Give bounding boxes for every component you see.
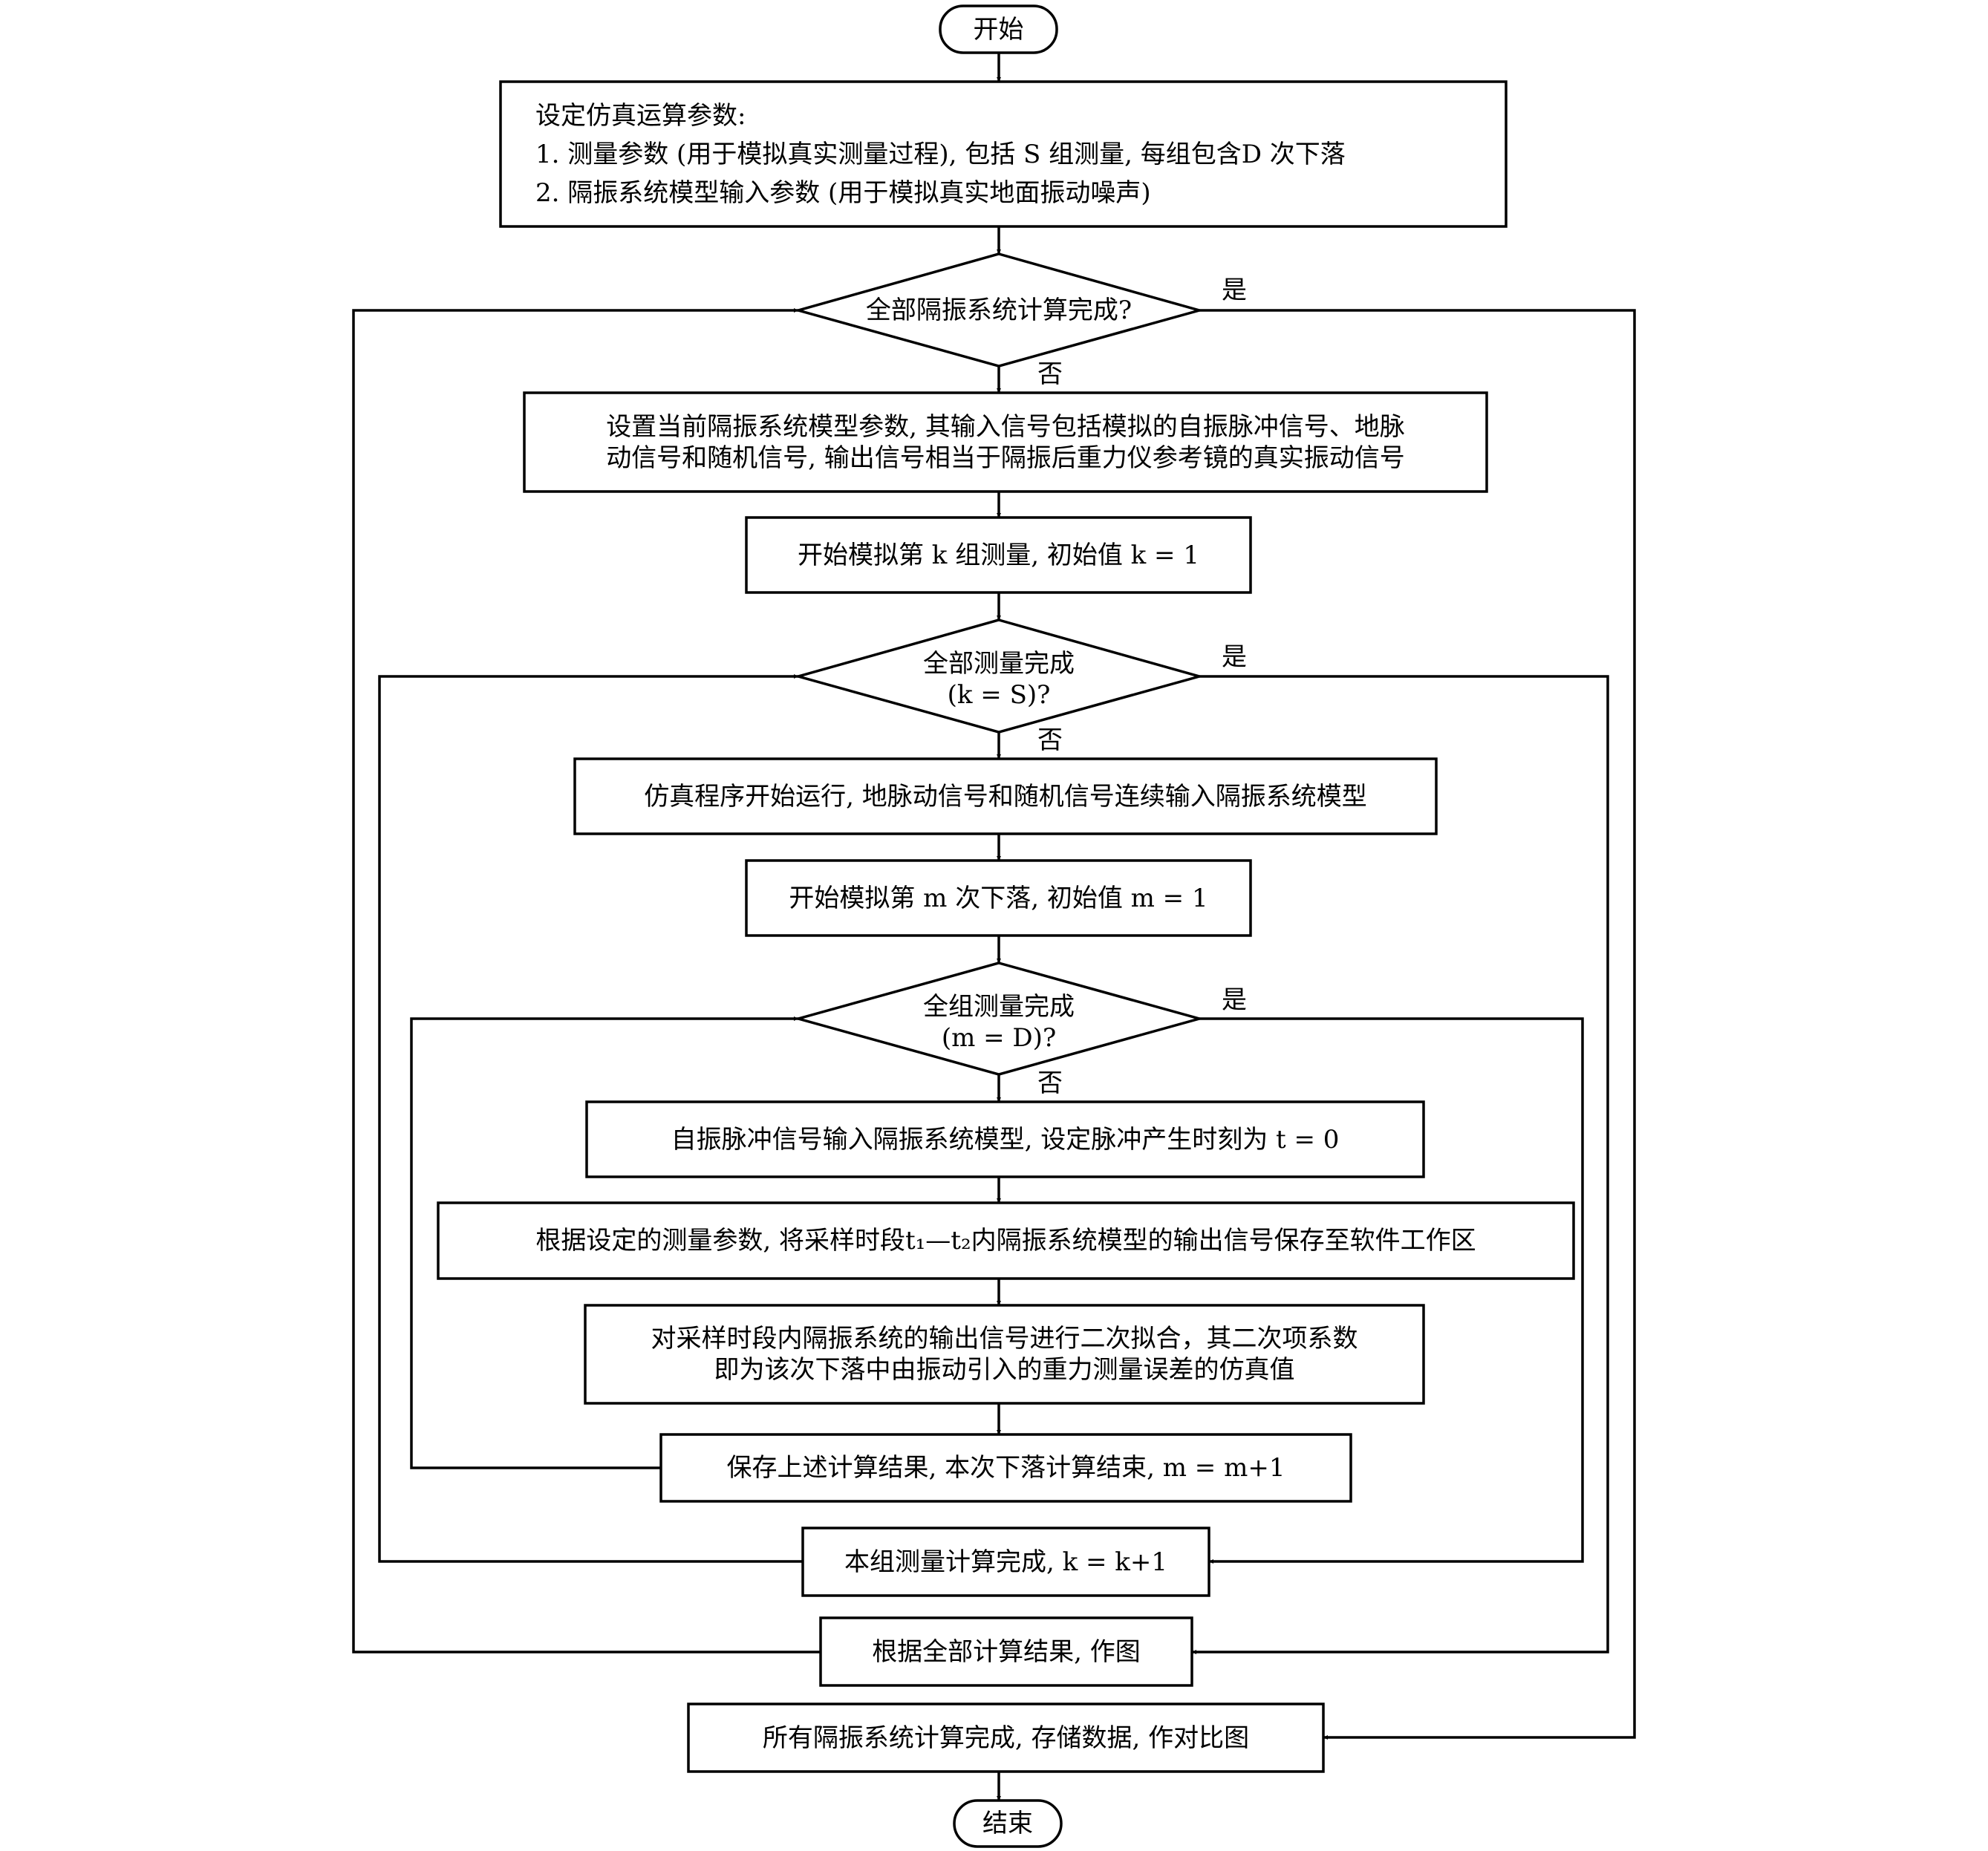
yes-label-drops: 是 [1222,985,1247,1015]
start-drop-text: 开始模拟第 m 次下落, 初始值 m = 1 [746,861,1251,936]
decision-all-groups-line-1: 全部测量完成 [923,649,1075,679]
save-drop-text: 保存上述计算结果, 本次下落计算结束, m = m+1 [661,1434,1351,1501]
set-model-line-2: 动信号和随机信号, 输出信号相当于隔振后重力仪参考镜的真实振动信号 [606,443,1405,473]
loop-group-yes [1192,675,1609,1654]
save-output-box [437,1201,1575,1280]
end-text: 结束 [982,1809,1033,1838]
decision-all-groups-line-2: (k = S)? [947,680,1051,710]
yes-label-groups: 是 [1222,642,1247,672]
no-label-groups: 否 [1037,725,1063,755]
group-done-line: 本组测量计算完成, k = k+1 [844,1547,1168,1577]
save-drop-line: 保存上述计算结果, 本次下落计算结束, m = m+1 [726,1453,1285,1483]
start-text: 开始 [973,14,1024,45]
no-label-systems: 否 [1037,359,1063,389]
decision-all-groups-label: 全部测量完成 (k = S)? [798,624,1199,735]
end-terminal [953,1799,1063,1848]
start-label: 开始 [940,6,1057,53]
run-sim-line: 仿真程序开始运行, 地脉动信号和随机信号连续输入隔振系统模型 [644,781,1367,812]
save-output-line: 根据设定的测量参数, 将采样时段t₁—t₂内隔振系统模型的输出信号保存至软件工作… [535,1226,1476,1256]
setup-box [499,80,1508,228]
loop-system-return [352,308,821,1654]
loop-system-yes [1199,309,1636,1740]
set-model-text: 设置当前隔振系统模型参数, 其输入信号包括模拟的自振脉冲信号、地脉 动信号和随机… [524,393,1487,492]
setup-text: 设定仿真运算参数: 1. 测量参数 (用于模拟真实测量过程), 包括 S 组测量… [535,95,1493,214]
fit-text: 对采样时段内隔振系统的输出信号进行二次拟合，其二次项系数 即为该次下落中由振动引… [585,1305,1424,1403]
start-group-text: 开始模拟第 k 组测量, 初始值 k = 1 [746,518,1251,592]
loop-group-return [378,674,803,1563]
set-model-box [523,391,1488,493]
save-drop-box [659,1433,1352,1503]
start-drop-line: 开始模拟第 m 次下落, 初始值 m = 1 [789,883,1208,913]
no-label-drops: 否 [1037,1068,1063,1098]
setup-title: 设定仿真运算参数: [535,101,746,131]
decision-group-done-line-2: (m = D)? [941,1023,1057,1053]
all-done-line: 所有隔振系统计算完成, 存储数据, 作对比图 [762,1723,1250,1753]
decision-group-done-line-1: 全组测量完成 [923,992,1075,1022]
plot-line: 根据全部计算结果, 作图 [872,1636,1141,1667]
impulse-line: 自振脉冲信号输入隔振系统模型, 设定脉冲产生时刻为 t = 0 [671,1124,1340,1155]
group-done-text: 本组测量计算完成, k = k+1 [803,1528,1209,1596]
run-sim-box [573,757,1438,835]
fit-line-1: 对采样时段内隔振系统的输出信号进行二次拟合，其二次项系数 [651,1324,1358,1354]
decision-all-systems-text: 全部隔振系统计算完成? [865,295,1132,325]
start-drop-box [745,859,1252,937]
decision-all-systems-label: 全部隔振系统计算完成? [798,254,1199,366]
start-group-line: 开始模拟第 k 组测量, 初始值 k = 1 [798,540,1199,570]
decision-group-done-label: 全组测量完成 (m = D)? [798,967,1199,1078]
plot-text: 根据全部计算结果, 作图 [821,1618,1192,1685]
setup-item-1: 1. 测量参数 (用于模拟真实测量过程), 包括 S 组测量, 每组包含D 次下… [535,140,1346,169]
yes-label-systems: 是 [1222,275,1247,305]
all-done-box [687,1703,1325,1773]
save-output-text: 根据设定的测量参数, 将采样时段t₁—t₂内隔振系统模型的输出信号保存至软件工作… [438,1203,1574,1279]
all-done-text: 所有隔振系统计算完成, 存储数据, 作对比图 [688,1704,1323,1772]
set-model-line-1: 设置当前隔振系统模型参数, 其输入信号包括模拟的自振脉冲信号、地脉 [606,411,1405,442]
fit-box [584,1304,1425,1405]
run-sim-text: 仿真程序开始运行, 地脉动信号和随机信号连续输入隔振系统模型 [575,759,1436,834]
loop-drop-return [410,1016,798,1469]
fit-line-2: 即为该次下落中由振动引入的重力测量误差的仿真值 [714,1355,1295,1385]
setup-item-2: 2. 隔振系统模型输入参数 (用于模拟真实地面振动噪声) [535,178,1151,208]
impulse-box [585,1100,1425,1178]
end-label: 结束 [954,1801,1061,1847]
impulse-text: 自振脉冲信号输入隔振系统模型, 设定脉冲产生时刻为 t = 0 [587,1102,1424,1177]
loop-drop-yes [1199,1017,1584,1564]
